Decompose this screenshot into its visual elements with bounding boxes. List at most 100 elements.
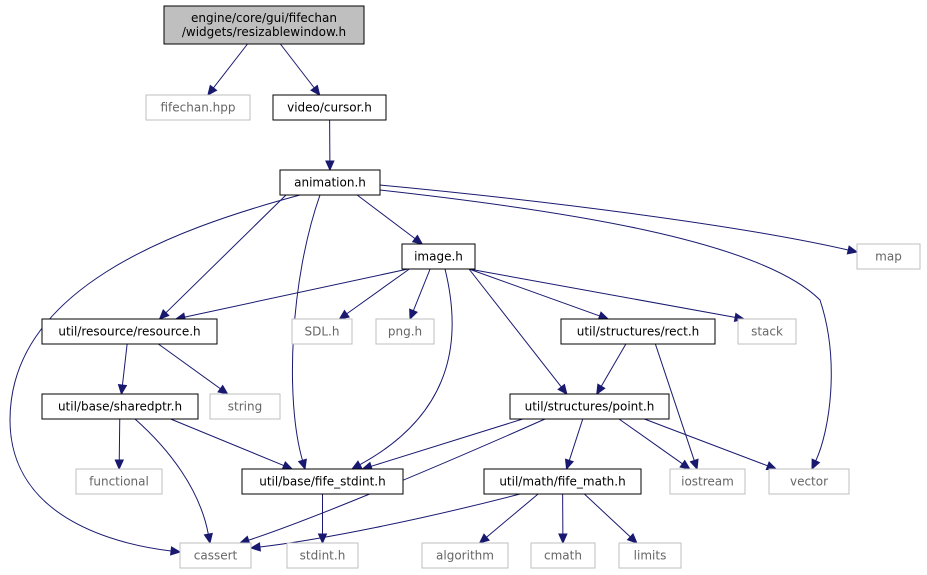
node-label: engine/core/gui/fifechan — [191, 11, 337, 25]
edge-animation-to-image — [356, 194, 424, 245]
edge-image-to-sdl — [338, 268, 410, 320]
node-box — [401, 243, 476, 270]
node-image[interactable]: image.h — [401, 243, 476, 270]
arrowhead — [158, 308, 170, 320]
edge-line — [165, 194, 287, 314]
arrowhead — [317, 533, 328, 545]
arrowhead — [338, 309, 350, 320]
edge-point-to-iostream — [618, 418, 691, 470]
edge-fife_math-to-cmath — [558, 493, 568, 545]
edge-sharedptr-to-functional — [114, 418, 125, 471]
node-functional: functional — [75, 468, 163, 495]
node-box — [286, 542, 359, 569]
node-label: vector — [790, 475, 828, 489]
node-box — [421, 542, 509, 569]
arrowhead — [558, 533, 568, 545]
arrowhead — [557, 383, 568, 395]
arrowhead — [811, 458, 821, 471]
node-animation[interactable]: animation.h — [279, 169, 381, 196]
arrowhead — [409, 308, 418, 321]
node-label: functional — [89, 475, 149, 489]
edge-line — [259, 493, 521, 548]
node-label: /widgets/resizablewindow.h — [182, 25, 346, 39]
edge-stdint_fife-to-stdint — [317, 494, 328, 545]
arrowhead — [325, 160, 335, 172]
edge-point-to-vector — [644, 418, 778, 471]
node-label: limits — [634, 549, 667, 563]
node-label: stdint.h — [300, 549, 346, 563]
node-iostream: iostream — [669, 468, 746, 495]
edge-line — [654, 343, 695, 461]
arrowhead — [170, 546, 182, 556]
node-label: SDL.h — [305, 325, 340, 339]
node-label: iostream — [681, 475, 734, 489]
node-cursor[interactable]: video/cursor.h — [272, 94, 387, 121]
edge-point-to-stdint_fife — [361, 418, 523, 471]
node-label: video/cursor.h — [287, 101, 372, 115]
node-point[interactable]: util/structures/point.h — [509, 393, 670, 420]
edge-resizablewindow-to-fifechan — [207, 43, 248, 96]
arrowhead — [297, 458, 307, 471]
edge-image-to-rect — [468, 268, 610, 321]
edge-rect-to-iostream — [654, 343, 699, 471]
arrowhead — [217, 384, 229, 395]
node-box — [163, 5, 365, 45]
arrowhead — [207, 84, 218, 96]
edge-line — [134, 418, 209, 535]
edge-line — [213, 43, 248, 89]
node-cassert: cassert — [179, 542, 252, 569]
node-box — [75, 468, 163, 495]
node-stdint-fife[interactable]: util/base/fife_stdint.h — [241, 468, 404, 495]
node-resizablewindow[interactable]: engine/core/gui/fifechan/widgets/resizab… — [163, 5, 365, 45]
node-sharedptr[interactable]: util/base/sharedptr.h — [41, 393, 199, 420]
node-label: animation.h — [294, 176, 366, 190]
edge-line — [486, 493, 539, 538]
edge-animation-to-resource — [158, 194, 287, 320]
node-label: util/resource/resource.h — [58, 325, 200, 339]
node-resource[interactable]: util/resource/resource.h — [41, 318, 218, 345]
edge-resource-to-string — [158, 343, 229, 395]
node-rect[interactable]: util/structures/rect.h — [560, 318, 716, 345]
arrowhead — [564, 458, 575, 471]
node-box — [856, 243, 921, 270]
edge-animation-to-vector — [379, 189, 832, 471]
node-box — [530, 542, 596, 569]
edge-rect-to-point — [596, 343, 627, 396]
node-fife-math[interactable]: util/math/fife_math.h — [483, 468, 642, 495]
edge-line — [121, 343, 128, 386]
node-label: util/structures/rect.h — [577, 325, 700, 339]
edge-line — [618, 418, 683, 465]
arrowhead — [203, 532, 213, 545]
node-label: algorithm — [436, 549, 494, 563]
arrowhead — [596, 383, 606, 396]
node-box — [483, 468, 642, 495]
edge-line — [158, 343, 221, 390]
node-box — [768, 468, 850, 495]
node-box — [279, 169, 381, 196]
arrowhead — [765, 461, 778, 471]
node-algorithm: algorithm — [421, 542, 509, 569]
arrowhead — [114, 459, 125, 471]
edge-line — [370, 418, 523, 467]
node-label: util/math/fife_math.h — [499, 475, 625, 489]
node-box — [209, 393, 281, 420]
edge-line — [584, 493, 631, 538]
arrowhead — [846, 245, 859, 255]
edge-line — [568, 418, 584, 461]
edge-line — [468, 268, 600, 317]
graph-edges — [9, 43, 859, 556]
edge-line — [644, 418, 768, 467]
arrowhead — [411, 234, 424, 245]
node-label: image.h — [414, 250, 463, 264]
node-box — [41, 318, 218, 345]
node-box — [272, 94, 387, 121]
arrowhead — [249, 542, 261, 552]
node-vector: vector — [768, 468, 850, 495]
node-box — [509, 393, 670, 420]
edge-fife_math-to-algorithm — [478, 493, 539, 544]
node-box — [291, 318, 353, 345]
node-box — [179, 542, 252, 569]
arrowhead — [117, 384, 128, 396]
arrowhead — [281, 460, 294, 470]
